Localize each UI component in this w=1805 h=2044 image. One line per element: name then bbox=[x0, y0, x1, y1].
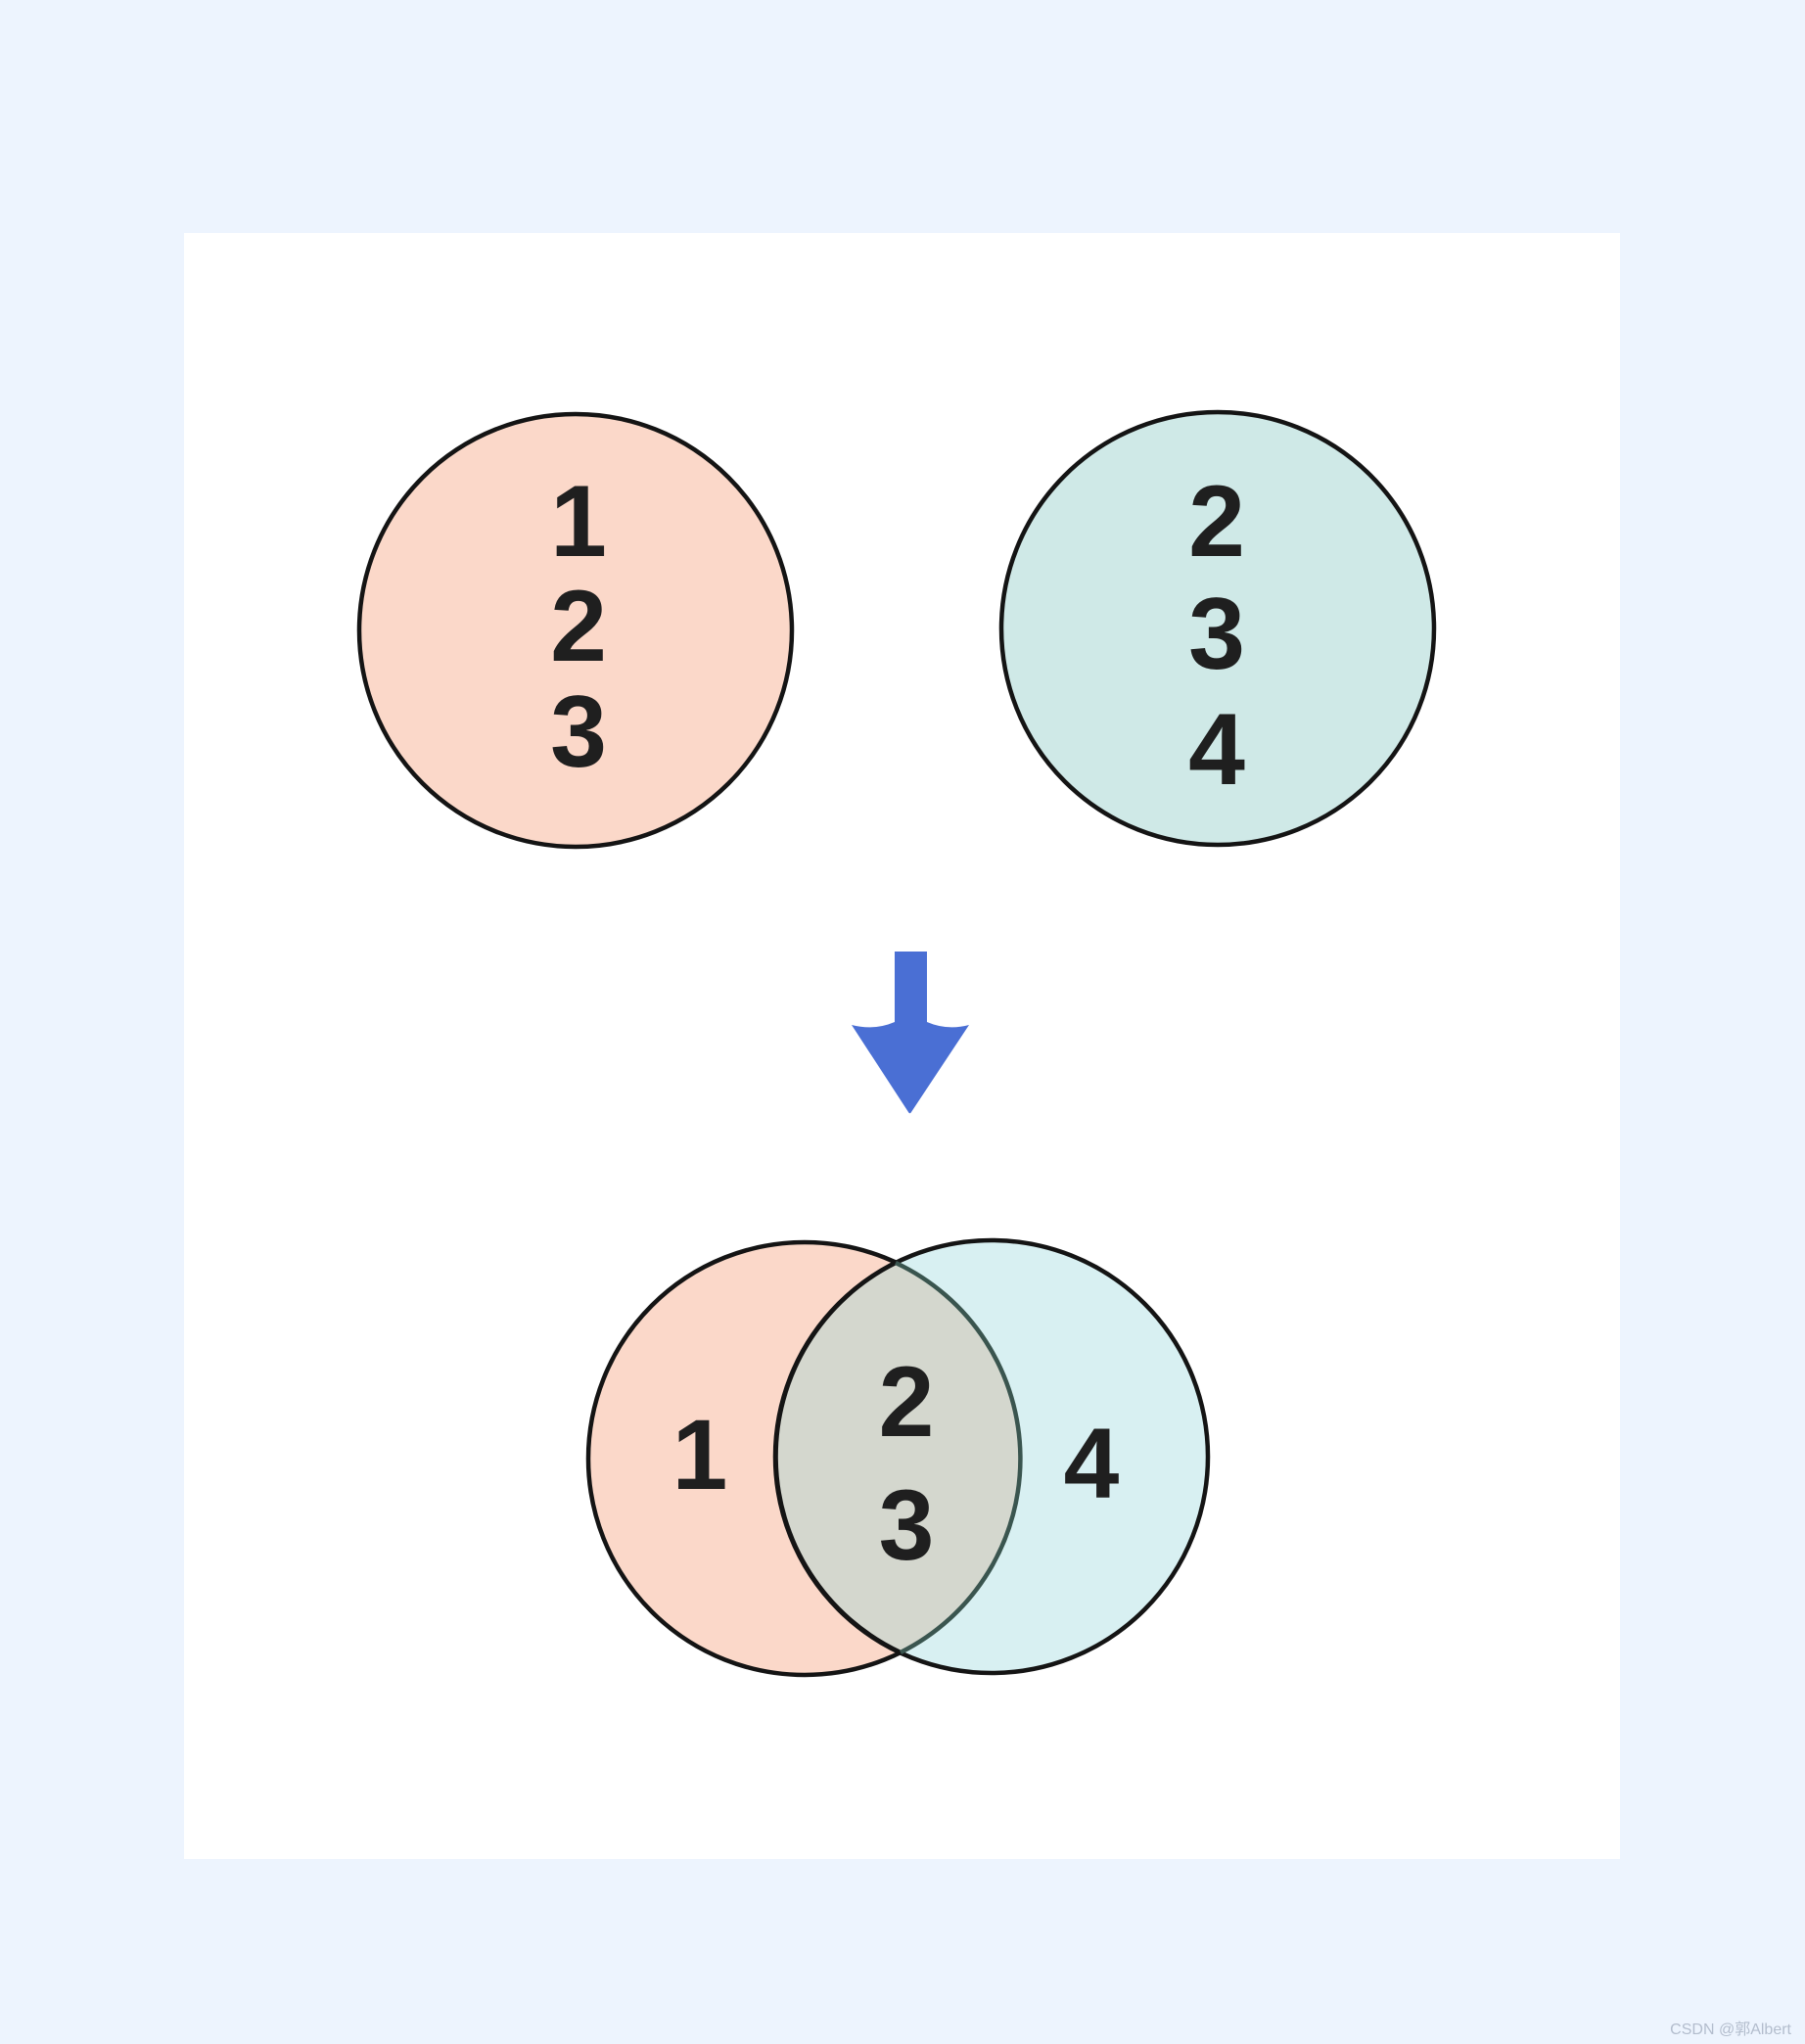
set-b-value-3: 4 bbox=[1188, 693, 1245, 807]
venn-intersection-value-1: 2 bbox=[879, 1346, 935, 1458]
venn-intersection-region bbox=[775, 1263, 1021, 1652]
venn-intersection-value-2: 3 bbox=[879, 1469, 935, 1581]
venn-intersection-left-arc bbox=[773, 1260, 902, 1655]
watermark: CSDN @郭Albert bbox=[1670, 2021, 1791, 2038]
set-a-value-3: 3 bbox=[550, 675, 607, 789]
set-b-value-2: 3 bbox=[1188, 578, 1245, 691]
down-arrow-icon bbox=[852, 952, 969, 1114]
set-a-circle bbox=[356, 411, 795, 850]
venn-left-only-value: 1 bbox=[672, 1399, 728, 1510]
set-a-value-2: 2 bbox=[550, 570, 607, 683]
set-b-value-1: 2 bbox=[1188, 465, 1245, 579]
set-b-circle bbox=[998, 409, 1437, 848]
venn-intersection-right-arc bbox=[895, 1260, 1023, 1655]
venn-right-only-value: 4 bbox=[1064, 1408, 1120, 1519]
set-a-value-1: 1 bbox=[550, 465, 607, 579]
